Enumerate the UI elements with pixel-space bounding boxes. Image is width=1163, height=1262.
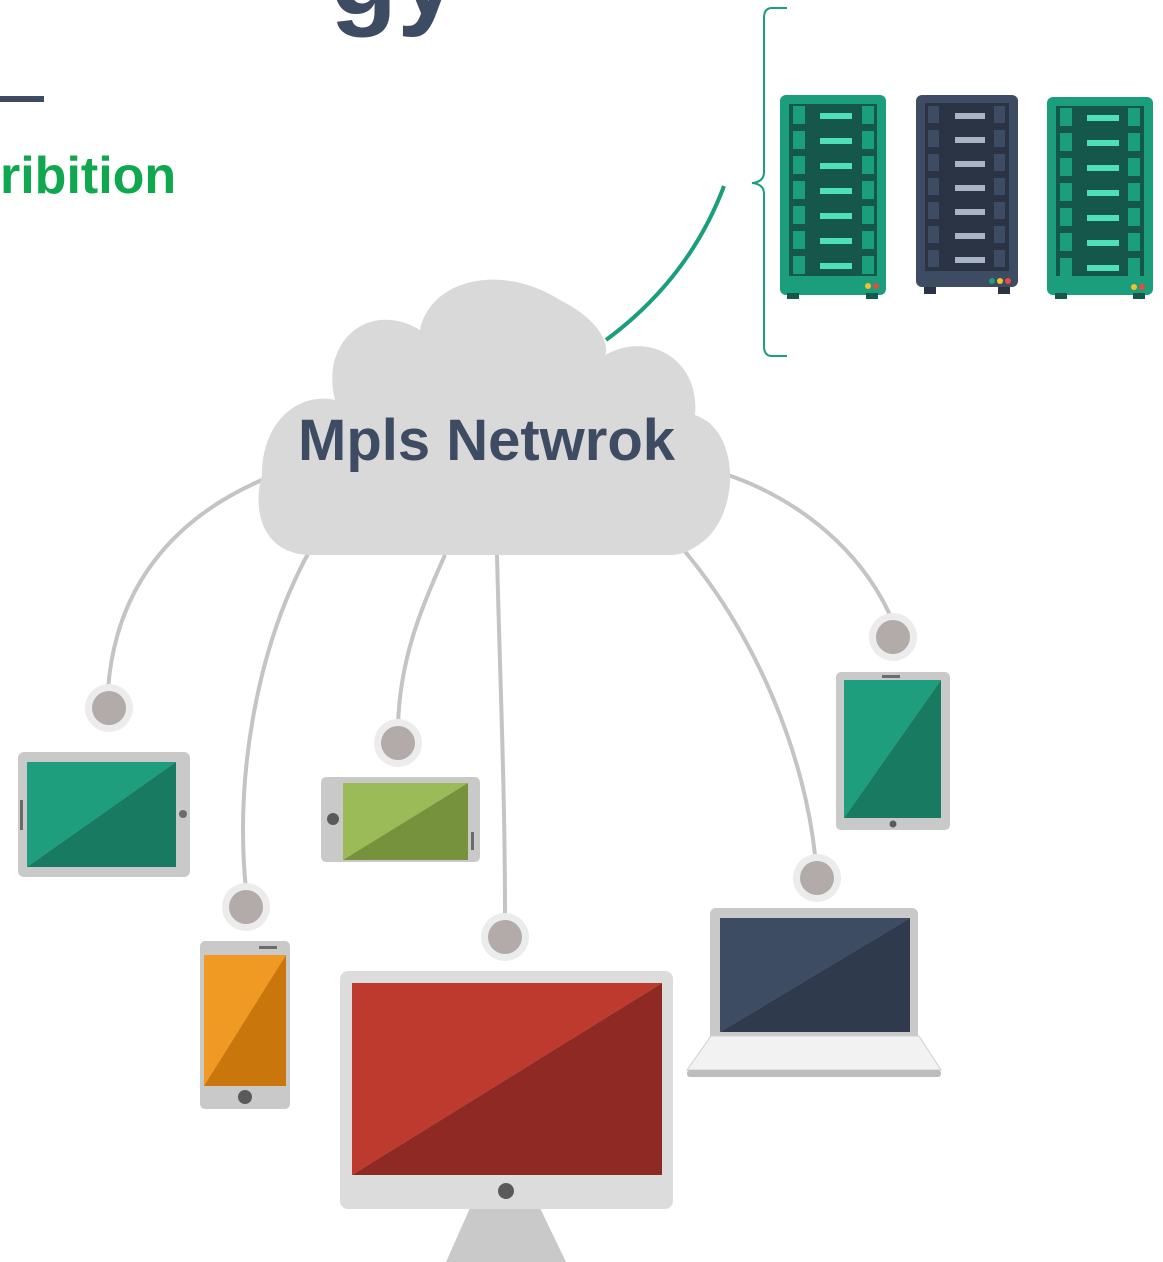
subtitle-fragment: ribition [0,147,177,205]
title-underline [0,96,44,102]
connector-nodes [85,613,917,961]
server-group-bracket [751,7,787,357]
server-rack-1 [780,95,886,299]
connector-node [869,613,917,661]
mpls-cloud [258,279,731,555]
connector-node [85,684,133,732]
desktop-monitor [340,971,673,1262]
connector-node [481,913,529,961]
laptop [686,908,942,1077]
smartphone-portrait [200,941,290,1109]
connector-line [106,478,263,691]
tablet-landscape [18,752,190,877]
smartphone-landscape [321,777,480,862]
server-rack-3 [1047,97,1153,299]
tablet-portrait [836,672,950,830]
connector-line [241,549,312,891]
cloud-label: Mpls Netwrok [298,408,676,473]
page-title-fragment: gy [330,0,458,32]
connector-node [793,854,841,902]
connector-line [396,554,447,726]
server-rack-2 [916,95,1018,294]
connector-line [727,473,892,616]
connector-line [495,554,507,916]
connector-node [222,883,270,931]
connector-node [374,719,422,767]
connector-line [680,546,817,856]
cloud-server-link [604,185,726,342]
